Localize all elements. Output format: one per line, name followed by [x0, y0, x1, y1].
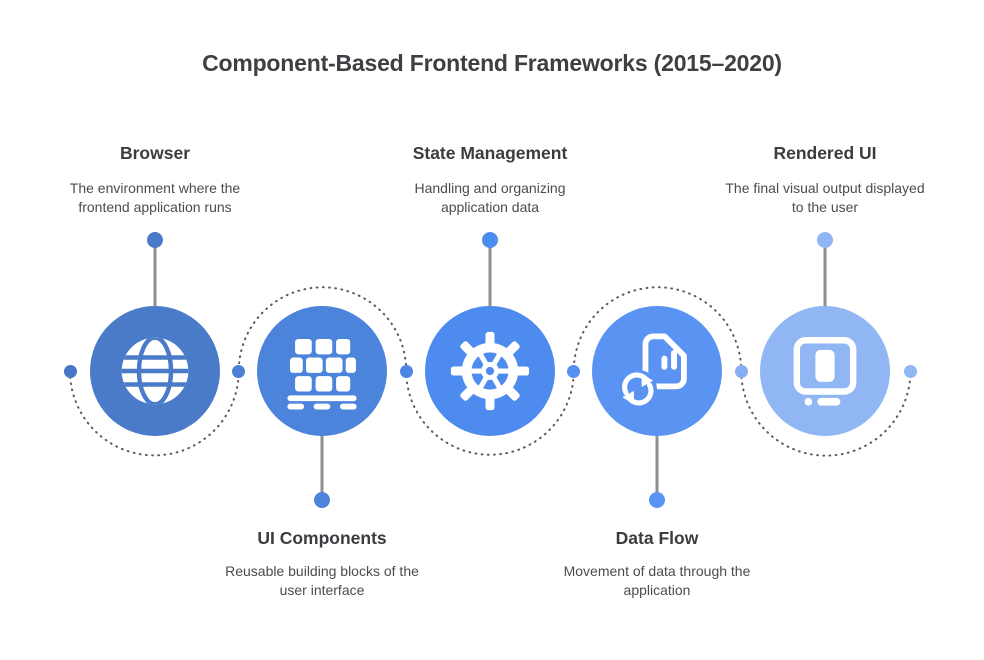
- node-title: UI Components: [257, 528, 387, 548]
- stem-dot: [314, 492, 330, 508]
- connector-dot: [904, 364, 917, 378]
- stem-dot: [482, 232, 498, 248]
- monitor-icon: [793, 337, 857, 406]
- node-title: Data Flow: [615, 528, 699, 548]
- node-description: Movement of data through the application: [563, 563, 751, 598]
- node-description: Handling and organizing application data: [414, 180, 566, 215]
- node-circle: [90, 306, 220, 436]
- globe-icon: [121, 337, 189, 405]
- node-circle: [257, 306, 387, 436]
- connector-dot: [399, 364, 413, 378]
- node-title: State Management: [412, 143, 568, 163]
- node-description: The final visual output displayed to the…: [725, 180, 925, 215]
- stem-line: [153, 240, 157, 310]
- connector-dot: [232, 364, 246, 378]
- stem-line: [655, 430, 659, 500]
- connector-dot: [63, 364, 77, 378]
- stem-line: [823, 240, 827, 310]
- stem-line: [488, 240, 492, 310]
- node-circle: [592, 306, 722, 436]
- stem-dot: [147, 232, 163, 248]
- stem-dot: [817, 232, 833, 248]
- node-description: The environment where the frontend appli…: [69, 180, 241, 215]
- node-circle: [760, 306, 890, 436]
- connector-dot: [734, 364, 748, 378]
- node-title: Browser: [119, 143, 191, 163]
- node-circle: [425, 306, 555, 436]
- gear-icon: [450, 331, 530, 411]
- connector-dot: [567, 364, 581, 378]
- sync-file-icon: [618, 333, 687, 409]
- node-title: Rendered UI: [773, 143, 877, 163]
- node-description: Reusable building blocks of the user int…: [225, 563, 419, 598]
- stem-dot: [649, 492, 665, 508]
- page-title: Component-Based Frontend Frameworks (201…: [202, 50, 782, 76]
- bricks-icon: [287, 338, 357, 410]
- stem-line: [320, 430, 324, 500]
